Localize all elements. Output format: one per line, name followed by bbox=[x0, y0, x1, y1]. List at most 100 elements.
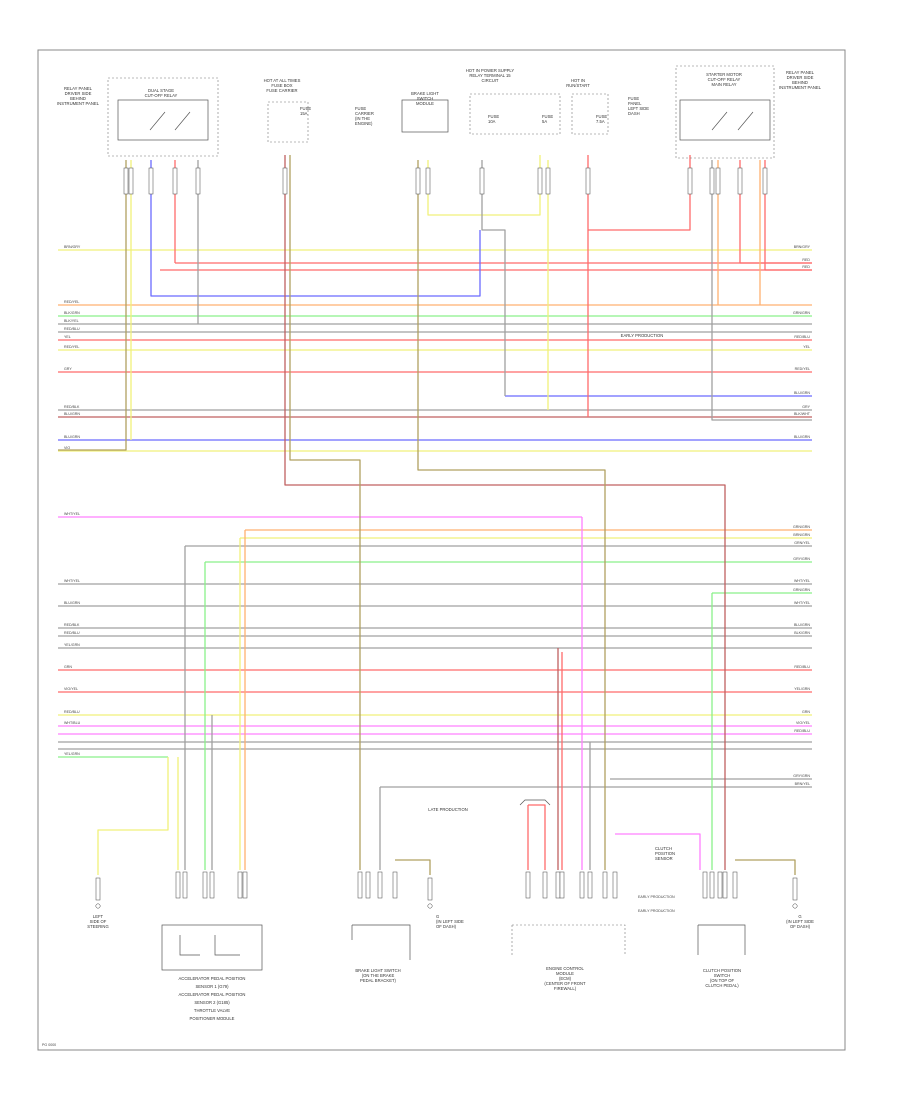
wire-color-label-left: BLK/GRN bbox=[64, 311, 80, 315]
wire-color-label-right: RED bbox=[802, 258, 810, 262]
wire-color-label-right: WHT/YEL bbox=[794, 579, 810, 583]
top-connector-pin bbox=[172, 167, 178, 195]
relay-left-label-line: DUAL STAGE bbox=[148, 88, 174, 93]
fuse-a-note-label-line: FUSE bbox=[355, 106, 366, 111]
accel-module-label-line: THROTTLE VALVE bbox=[194, 1008, 230, 1013]
wire-color-label-left: BLU/GRN bbox=[64, 601, 80, 605]
ground-left-label-line: STEERING bbox=[87, 924, 108, 929]
vertical-wire bbox=[150, 160, 481, 297]
wire-color-label-right: RED/BLU bbox=[794, 665, 810, 669]
relay-right-box bbox=[679, 99, 771, 141]
relay-right-side-label-line: RELAY PANEL bbox=[786, 70, 815, 75]
relay-left-side-label-line: RELAY PANEL bbox=[64, 86, 93, 91]
bottom-connector-pin bbox=[365, 871, 371, 899]
clutch-right-label-line: CLUTCH POSITION bbox=[703, 968, 741, 973]
relay-right-side-label-line: BEHIND bbox=[792, 80, 808, 85]
wire-color-label-right: VIO/YEL bbox=[796, 721, 810, 725]
ground-point bbox=[427, 903, 433, 909]
ground-point bbox=[792, 903, 798, 909]
wire-color-label-left: RED/BLK bbox=[64, 405, 80, 409]
bottom-connector-pin bbox=[732, 871, 738, 899]
wire-color-label-right: YEL bbox=[803, 345, 810, 349]
relay-right-side-label-line: INSTRUMENT PANEL bbox=[779, 85, 822, 90]
wire-color-label-left: RED/BLK bbox=[64, 623, 80, 627]
top-connector-pin bbox=[479, 167, 485, 195]
wire-color-label-right: RED bbox=[802, 265, 810, 269]
top-connector-pin bbox=[709, 167, 715, 195]
fuse-box-top-label-line: HOT AT ALL TIMES bbox=[264, 78, 301, 83]
relay-right-label-line: CUT-OFF RELAY bbox=[708, 77, 741, 82]
hot-supply-outline bbox=[469, 93, 561, 135]
relay-left-side-label-line: BEHIND bbox=[70, 96, 86, 101]
bottom-connector-pin bbox=[612, 871, 618, 899]
top-connector-pin bbox=[123, 167, 129, 195]
hot-supply-label-line: CIRCUIT bbox=[482, 78, 499, 83]
abs-control-box bbox=[511, 924, 626, 955]
accel-module-box bbox=[161, 924, 263, 971]
bottom-connector-pin bbox=[579, 871, 585, 899]
wire-color-label-left: GRY bbox=[64, 367, 72, 371]
fuse-d-note-label-line: PANEL bbox=[628, 101, 642, 106]
fuse-b-label-line: FUSE bbox=[488, 114, 499, 119]
wires-group bbox=[58, 155, 812, 875]
wire-color-label-right: RED/BLU bbox=[794, 729, 810, 733]
accel-module-label-line: SENSOR 1 (G79) bbox=[195, 984, 229, 989]
ground-mid-label-line: OF DASH) bbox=[436, 924, 457, 929]
wire-color-label-left: VIO/YEL bbox=[64, 687, 78, 691]
fuse-d-label-line: FUSE bbox=[596, 114, 607, 119]
fuse-a-label-line: 15A bbox=[300, 111, 308, 116]
top-connector-pin bbox=[687, 167, 693, 195]
wire-color-label-right: WHT/YEL bbox=[794, 601, 810, 605]
wire-color-label-left: RED/YEL bbox=[64, 345, 79, 349]
fuse-a-note-label-line: ENGINE) bbox=[355, 121, 373, 126]
bottom-connector-pin bbox=[542, 871, 548, 899]
brake-pedal-box bbox=[351, 924, 411, 960]
relay-left-outline bbox=[107, 77, 219, 157]
wire-color-label-right: RED/BLU bbox=[794, 335, 810, 339]
hot-supply-label-line: HOT IN POWER SUPPLY bbox=[466, 68, 515, 73]
bottom-connector-pin bbox=[202, 871, 208, 899]
wire-color-label-right: GRY/GRN bbox=[793, 557, 810, 561]
vertical-wire bbox=[97, 757, 169, 875]
clutch-sensor-label-line: CLUTCH bbox=[655, 846, 672, 851]
brake-switch-label-line: SWITCH bbox=[417, 96, 434, 101]
hot-supply-label-line: RELAY TERMINAL 15 bbox=[469, 73, 511, 78]
ground-mid-label-line: (IN LEFT SIDE bbox=[436, 919, 464, 924]
accel-module-label-line: ACCELERATOR PEDAL POSITION bbox=[179, 976, 246, 981]
early-production-label: EARLY PRODUCTION bbox=[621, 333, 664, 338]
brake-pedal-label-line: (ON THE BRAKE bbox=[362, 973, 395, 978]
fuse-c-label-line: 5A bbox=[542, 119, 547, 124]
wire-color-label-right: BRN/GRY bbox=[794, 245, 811, 249]
ground-mid-label-line: G bbox=[436, 914, 439, 919]
top-connector-pin bbox=[282, 167, 288, 195]
bottom-connector-pin bbox=[587, 871, 593, 899]
brake-switch-label-line: BRAKE LIGHT bbox=[411, 91, 439, 96]
wire-color-label-left: RED/YEL bbox=[64, 300, 79, 304]
vertical-wire bbox=[764, 160, 812, 271]
top-connector-pin bbox=[715, 167, 721, 195]
wire-color-label-left: YEL bbox=[64, 335, 71, 339]
wire-color-label-right: GRN/GRN bbox=[793, 588, 810, 592]
components-group bbox=[95, 65, 798, 971]
hot-run-label-line: RUN/START bbox=[566, 83, 590, 88]
wire-color-label-right: GRN bbox=[802, 710, 810, 714]
bottom-connector-pin bbox=[209, 871, 215, 899]
bottom-connector-pin bbox=[377, 871, 383, 899]
fuse-b-label-line: 10A bbox=[488, 119, 496, 124]
wire-color-label-right: GRY/GRN bbox=[793, 774, 810, 778]
brake-switch-label-line: MODULE bbox=[416, 101, 434, 106]
brake-pedal-label-line: PEDAL BRACKET) bbox=[360, 978, 397, 983]
wire-color-label-left: BLU/GRN bbox=[64, 412, 80, 416]
wire-color-label-left: BRN/GRY bbox=[64, 245, 81, 249]
bottom-connector-pin bbox=[392, 871, 398, 899]
wire-color-label-left: VIO bbox=[64, 446, 70, 450]
hot-run-outline bbox=[571, 93, 609, 135]
clutch-sensor-label-line: SENSOR bbox=[655, 856, 673, 861]
top-connector-pin bbox=[148, 167, 154, 195]
relay-left-side-label-line: INSTRUMENT PANEL bbox=[57, 101, 100, 106]
wire-color-label-left: YEL/GRN bbox=[64, 752, 80, 756]
bottom-connector-pin bbox=[702, 871, 708, 899]
ground-connector-pin bbox=[95, 877, 101, 901]
fuse-a-note-label-line: (IN THE bbox=[355, 116, 370, 121]
